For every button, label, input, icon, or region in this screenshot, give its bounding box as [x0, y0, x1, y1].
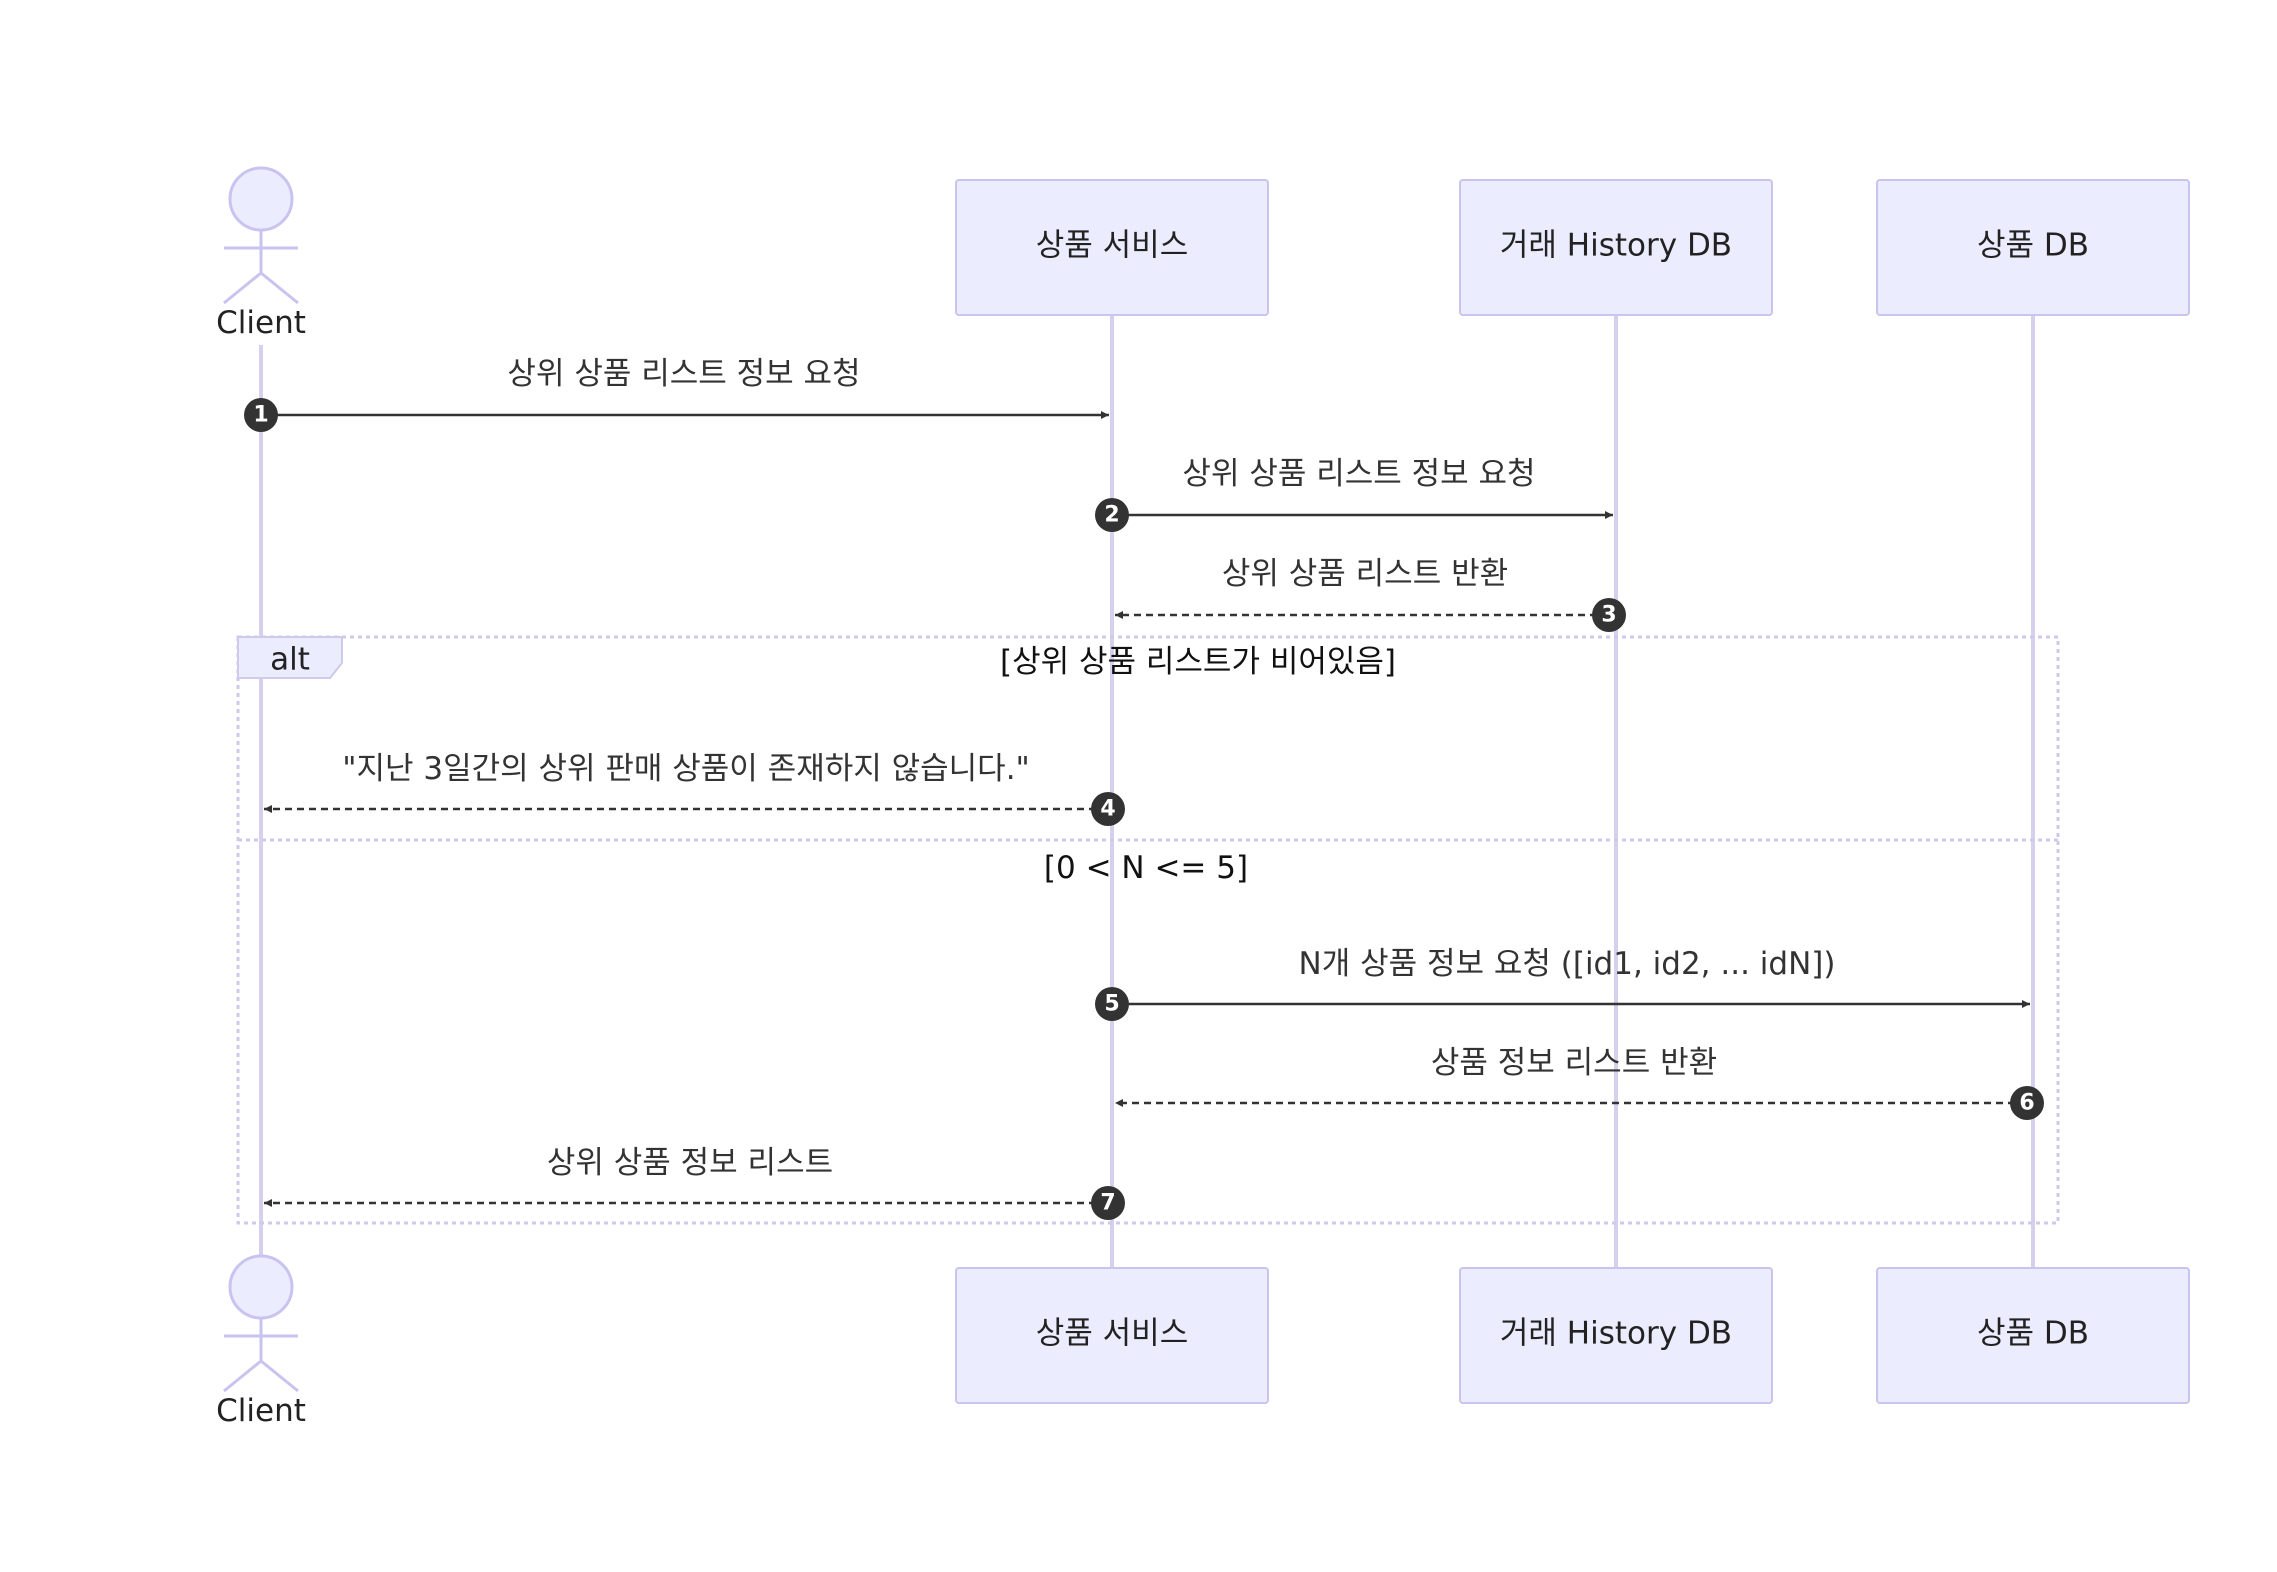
- svg-text:7: 7: [1100, 1191, 1115, 1216]
- alt-frame: alt [상위 상품 리스트가 비어있음] [0 < N <= 5]: [236, 635, 2060, 1225]
- sequence-number-1: [244, 398, 278, 432]
- message-1-label: 상위 상품 리스트 정보 요청: [507, 356, 860, 392]
- message-3-label: 상위 상품 리스트 반환: [1222, 556, 1508, 592]
- product-db-box-bottom: 상품 DB: [1876, 1267, 2190, 1404]
- message-2: 상위 상품 리스트 정보 요청 2: [1095, 456, 1613, 532]
- alt-tag: [237, 636, 343, 679]
- message-7-label: 상위 상품 정보 리스트: [547, 1145, 833, 1181]
- message-7: 상위 상품 정보 리스트 7: [264, 1145, 1125, 1220]
- svg-text:3: 3: [1601, 603, 1616, 628]
- product-db-label-top: 상품 DB: [1977, 228, 2089, 264]
- message-4: "지난 3일간의 상위 판매 상품이 존재하지 않습니다." 4: [264, 751, 1125, 826]
- service-box-top: 상품 서비스: [955, 179, 1269, 316]
- message-5-label: N개 상품 정보 요청 ([id1, id2, ... idN]): [1299, 946, 1836, 982]
- svg-text:5: 5: [1104, 992, 1119, 1017]
- history-db-label-bottom: 거래 History DB: [1500, 1316, 1732, 1352]
- product-db-box-top: 상품 DB: [1876, 179, 2190, 316]
- message-1: 상위 상품 리스트 정보 요청 1: [244, 356, 1109, 432]
- sequence-number-5: [1095, 987, 1129, 1021]
- sequence-number-6: [2010, 1086, 2044, 1120]
- history-db-label-top: 거래 History DB: [1500, 228, 1732, 264]
- service-box-bottom: 상품 서비스: [955, 1267, 1269, 1404]
- client-label-top: Client: [216, 305, 306, 341]
- message-6-label: 상품 정보 리스트 반환: [1431, 1045, 1717, 1081]
- sequence-number-4: [1091, 792, 1125, 826]
- svg-text:1: 1: [253, 403, 268, 428]
- sequence-number-7: [1091, 1186, 1125, 1220]
- alt-condition-1: [상위 상품 리스트가 비어있음]: [1000, 644, 1396, 680]
- product-db-label-bottom: 상품 DB: [1977, 1316, 2089, 1352]
- sequence-number-2: [1095, 498, 1129, 532]
- alt-tag-text: alt: [270, 642, 310, 678]
- message-5: N개 상품 정보 요청 ([id1, id2, ... idN]) 5: [1095, 946, 2030, 1021]
- svg-text:4: 4: [1100, 797, 1115, 822]
- message-2-label: 상위 상품 리스트 정보 요청: [1182, 456, 1535, 492]
- svg-text:2: 2: [1104, 503, 1119, 528]
- history-db-box-top: 거래 History DB: [1459, 179, 1773, 316]
- message-3: 상위 상품 리스트 반환 3: [1115, 556, 1626, 632]
- client-actor-top: Client: [216, 166, 306, 341]
- alt-condition-2: [0 < N <= 5]: [1044, 850, 1248, 886]
- actor-head-icon: [228, 166, 294, 232]
- svg-text:6: 6: [2019, 1091, 2034, 1116]
- service-label-top: 상품 서비스: [1036, 228, 1188, 264]
- client-actor-bottom: Client: [216, 1254, 306, 1429]
- message-4-label: "지난 3일간의 상위 판매 상품이 존재하지 않습니다.": [342, 751, 1030, 787]
- sequence-number-3: [1592, 598, 1626, 632]
- client-label-bottom: Client: [216, 1393, 306, 1429]
- actor-head-icon: [228, 1254, 294, 1320]
- message-6: 상품 정보 리스트 반환 6: [1115, 1045, 2044, 1120]
- service-label-bottom: 상품 서비스: [1036, 1316, 1188, 1352]
- history-db-box-bottom: 거래 History DB: [1459, 1267, 1773, 1404]
